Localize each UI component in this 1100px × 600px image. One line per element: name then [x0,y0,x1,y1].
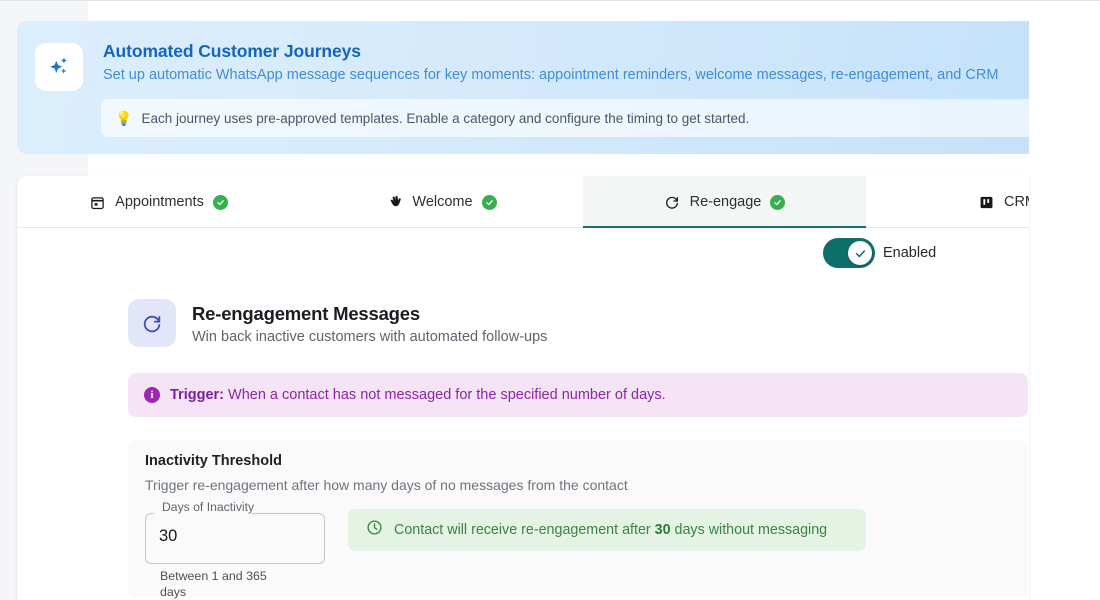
enable-toggle-group[interactable]: Enabled [823,238,936,268]
tab-re-engage-enabled-check [770,194,786,210]
top-divider [0,0,1100,1]
banner-tip: 💡 Each journey uses pre-approved templat… [101,99,1029,137]
section-refresh-icon [128,299,176,347]
calendar-icon [89,194,106,211]
section-header: Re-engagement Messages Win back inactive… [128,299,1029,355]
banner-tip-text: Each journey uses pre-approved templates… [141,110,750,126]
days-of-inactivity-helper: Between 1 and 365 days [160,569,267,599]
tab-appointments-label: Appointments [115,194,204,210]
refresh-icon [664,194,681,211]
trigger-callout: i Trigger: When a contact has not messag… [128,373,1028,417]
inactivity-threshold-section: Inactivity Threshold Trigger re-engageme… [128,440,1028,599]
automated-journeys-banner: Automated Customer Journeys Set up autom… [17,21,1029,154]
lightbulb-icon: 💡 [115,110,133,126]
tab-welcome-label: Welcome [412,194,473,210]
days-of-inactivity-field[interactable]: Days of Inactivity Days of Inactivity [145,500,325,564]
tab-appointments[interactable]: Appointments [17,176,300,228]
banner-subtitle: Set up automatic WhatsApp message sequen… [103,67,999,83]
section-subtitle: Win back inactive customers with automat… [192,329,548,345]
journeys-card: Appointments Welcome [17,176,1029,600]
trigger-label: Trigger: [170,387,224,403]
tab-welcome-enabled-check [481,194,497,210]
days-of-inactivity-input[interactable] [145,508,325,564]
tab-re-engage-label: Re-engage [689,194,762,210]
journey-tabs: Appointments Welcome [17,176,1029,228]
tab-crm[interactable]: CRM [866,176,1029,228]
tab-re-engage[interactable]: Re-engage [583,176,866,228]
tab-crm-label: CRM [1003,194,1029,210]
toggle-knob [848,241,872,265]
waving-hand-icon [386,194,403,211]
tab-appointments-enabled-check [212,194,228,210]
confirmation-prefix: Contact will receive re-engagement after [394,522,655,538]
threshold-description: Trigger re-engagement after how many day… [145,477,628,493]
clock-icon [366,519,383,541]
tab-welcome[interactable]: Welcome [300,176,583,228]
confirmation-days: 30 [654,522,671,538]
enable-toggle[interactable] [823,238,875,268]
banner-title: Automated Customer Journeys [103,41,361,61]
info-icon: i [144,387,160,403]
trigger-description: When a contact has not messaged for the … [223,387,666,403]
trigger-text: Trigger: When a contact has not messaged… [170,387,666,403]
page-title: Re-engagement Messages [192,303,420,324]
confirmation-message: Contact will receive re-engagement after… [348,509,866,551]
confirmation-text: Contact will receive re-engagement after… [394,522,827,538]
sparkles-icon [35,43,83,91]
kanban-icon [978,194,995,211]
enable-toggle-label: Enabled [883,245,937,261]
confirmation-suffix: days without messaging [670,522,828,538]
threshold-title: Inactivity Threshold [145,453,282,469]
